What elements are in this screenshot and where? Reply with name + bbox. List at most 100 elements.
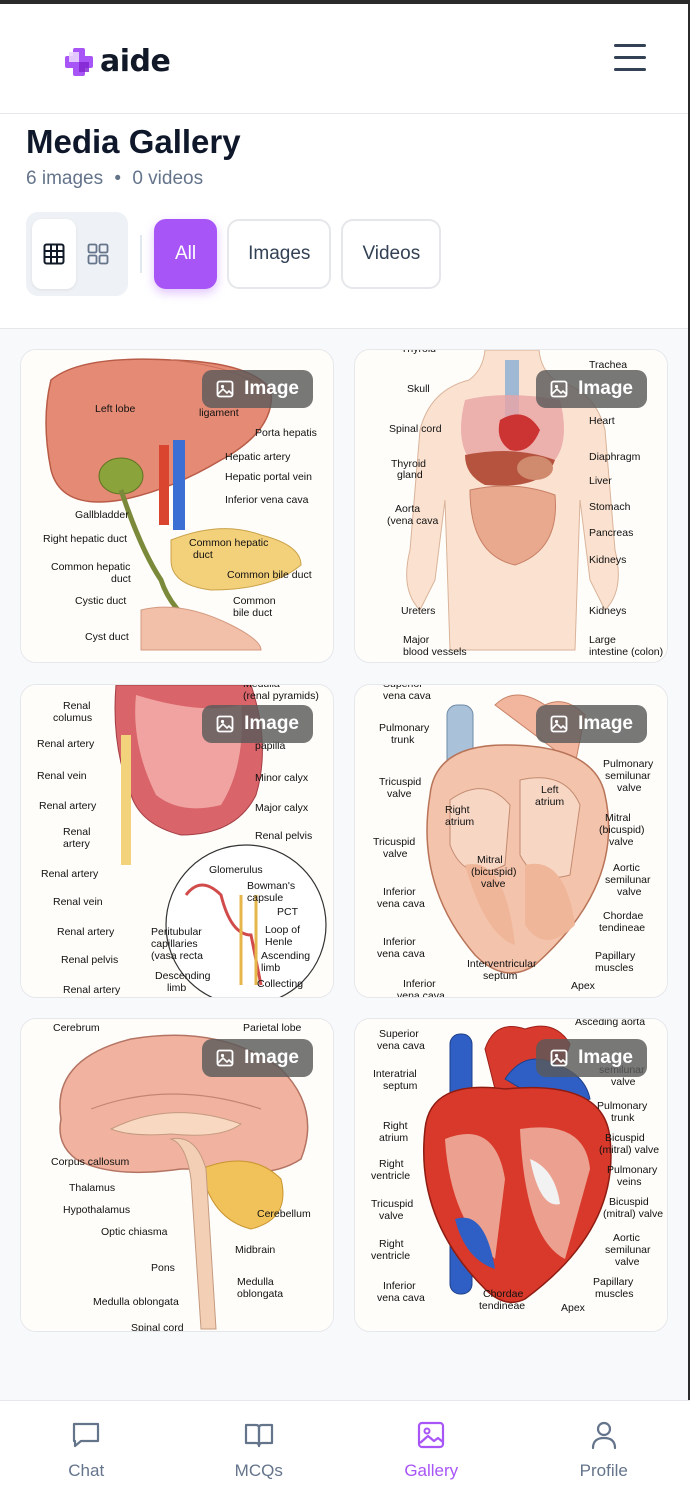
svg-text:Inferior: Inferior [403, 978, 436, 990]
svg-text:oblongata: oblongata [237, 1288, 283, 1300]
image-icon [216, 1049, 234, 1067]
nav-chat[interactable]: Chat [0, 1401, 173, 1494]
svg-text:Pancreas: Pancreas [589, 527, 633, 539]
svg-text:atrium: atrium [535, 796, 564, 808]
svg-text:Renal: Renal [63, 700, 90, 712]
gallery-item-kidney[interactable]: Renal columus Medulla (renal pyramids) R… [20, 684, 334, 998]
badge-label: Image [244, 1047, 299, 1068]
svg-text:Left: Left [541, 784, 559, 796]
filter-images-button[interactable]: Images [227, 219, 332, 289]
gallery-item-liver[interactable]: Left lobe ligament Porta hepatis Hepatic… [20, 349, 334, 663]
svg-text:tendineae: tendineae [479, 1300, 525, 1312]
nav-profile[interactable]: Profile [518, 1401, 690, 1494]
svg-text:Right: Right [383, 1120, 408, 1132]
svg-text:Common bile duct: Common bile duct [227, 569, 312, 581]
svg-text:vena cava: vena cava [377, 1040, 425, 1052]
svg-text:vena cava: vena cava [383, 690, 431, 702]
svg-text:Right: Right [379, 1238, 404, 1250]
svg-text:Medulla oblongata: Medulla oblongata [93, 1296, 179, 1308]
gallery-controls: All Images Videos [26, 212, 451, 296]
image-icon [550, 380, 568, 398]
svg-text:Apex: Apex [561, 1302, 586, 1314]
svg-text:intestine (colon): intestine (colon) [589, 646, 663, 658]
svg-text:Renal vein: Renal vein [53, 896, 103, 908]
svg-text:bile duct: bile duct [233, 607, 272, 619]
svg-text:Cerebrum: Cerebrum [53, 1022, 100, 1034]
svg-text:Cystic duct: Cystic duct [75, 595, 126, 607]
svg-text:valve: valve [481, 878, 506, 890]
controls-divider [140, 235, 142, 273]
svg-text:Henle: Henle [265, 936, 293, 948]
video-count: 0 videos [132, 168, 204, 189]
svg-text:capsule: capsule [247, 892, 283, 904]
svg-text:Collecting: Collecting [257, 978, 303, 990]
svg-text:Trachea: Trachea [589, 359, 627, 371]
svg-text:Renal artery: Renal artery [39, 800, 97, 812]
bottom-navigation: Chat MCQs Gallery Profile [0, 1400, 690, 1494]
svg-text:Asceding aorta: Asceding aorta [575, 1019, 645, 1028]
app-logo[interactable]: aide [64, 44, 171, 79]
gallery-item-heart-section[interactable]: Superior vena cava Pulmonary trunk Pulmo… [354, 684, 668, 998]
table-grid-view-button[interactable] [32, 219, 76, 289]
svg-text:Descending: Descending [155, 970, 211, 982]
image-icon [216, 380, 234, 398]
svg-text:Kidneys: Kidneys [589, 554, 626, 566]
svg-text:Bicuspid: Bicuspid [605, 1132, 645, 1144]
svg-text:Superior: Superior [379, 1028, 419, 1040]
svg-text:capillaries: capillaries [151, 938, 198, 950]
nav-gallery-label: Gallery [404, 1461, 459, 1480]
tile-grid-view-button[interactable] [76, 219, 120, 289]
svg-text:trunk: trunk [391, 734, 415, 746]
svg-text:valve: valve [617, 782, 642, 794]
view-toggle [26, 212, 128, 296]
gallery-item-brain[interactable]: Cerebrum Parietal lobe Corpus callosum T… [20, 1018, 334, 1332]
svg-text:septum: septum [483, 970, 518, 982]
svg-text:Renal artery: Renal artery [41, 868, 99, 880]
nav-profile-label: Profile [579, 1461, 628, 1480]
svg-text:Bowman's: Bowman's [247, 880, 295, 892]
svg-text:ligament: ligament [199, 407, 239, 419]
svg-text:Ascending: Ascending [261, 950, 310, 962]
svg-text:Inferior: Inferior [383, 936, 416, 948]
heart-colored-image: Asceding aorta Superior vena cava semilu… [355, 1019, 667, 1331]
svg-text:Renal vein: Renal vein [37, 770, 87, 782]
badge-label: Image [244, 713, 299, 734]
hamburger-menu-button[interactable] [614, 44, 646, 72]
svg-text:Pulmonary: Pulmonary [379, 722, 430, 734]
svg-text:valve: valve [615, 1256, 640, 1268]
count-separator: • [114, 168, 122, 189]
svg-text:Pulmonary: Pulmonary [607, 1164, 658, 1176]
svg-text:Apex: Apex [571, 980, 596, 992]
nav-mcqs[interactable]: MCQs [173, 1401, 346, 1494]
svg-text:Aortic: Aortic [613, 862, 640, 874]
svg-text:Interatrial: Interatrial [373, 1068, 417, 1080]
svg-text:Inferior: Inferior [383, 1280, 416, 1292]
svg-text:(vasa recta: (vasa recta [151, 950, 203, 962]
filter-videos-button[interactable]: Videos [341, 219, 442, 289]
svg-text:Papillary: Papillary [595, 950, 636, 962]
svg-text:(mitral) valve: (mitral) valve [599, 1144, 659, 1156]
svg-text:duct: duct [111, 573, 131, 585]
svg-text:Liver: Liver [589, 475, 612, 487]
svg-text:Heart: Heart [589, 415, 615, 427]
svg-text:limb: limb [167, 982, 186, 994]
filter-all-button[interactable]: All [154, 219, 218, 289]
nav-gallery[interactable]: Gallery [345, 1401, 518, 1494]
gallery-item-heart-colored[interactable]: Asceding aorta Superior vena cava semilu… [354, 1018, 668, 1332]
svg-text:Spinal cord: Spinal cord [389, 423, 442, 435]
svg-text:limb: limb [261, 962, 280, 974]
svg-text:septum: septum [383, 1080, 418, 1092]
svg-text:Renal artery: Renal artery [63, 984, 121, 996]
svg-text:Medulla: Medulla [237, 1276, 274, 1288]
gallery-item-torso[interactable]: Thyroid Trachea Skull Heart Spinal cord … [354, 349, 668, 663]
svg-text:Mitral: Mitral [477, 854, 503, 866]
svg-text:Major: Major [403, 634, 430, 646]
svg-text:Thyroid: Thyroid [391, 458, 426, 470]
svg-text:valve: valve [387, 788, 412, 800]
image-type-badge: Image [536, 370, 647, 408]
svg-text:Stomach: Stomach [589, 501, 631, 513]
svg-text:Ureters: Ureters [401, 605, 435, 617]
open-book-icon [244, 1423, 273, 1448]
svg-text:semilunar: semilunar [605, 874, 651, 886]
media-gallery-grid: Left lobe ligament Porta hepatis Hepatic… [0, 328, 688, 1400]
